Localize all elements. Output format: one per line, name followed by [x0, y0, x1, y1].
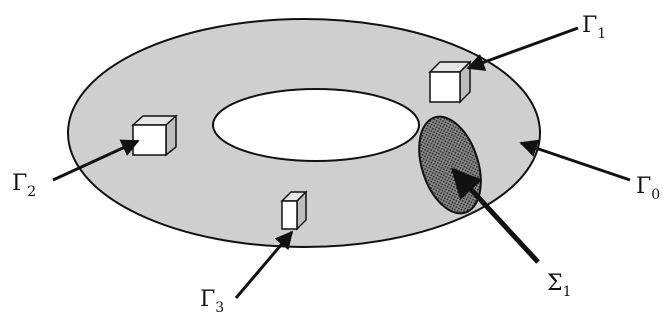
cube-gamma3: [280, 190, 308, 231]
label-gamma3: Γ3: [200, 287, 224, 316]
label-gamma2: Γ2: [12, 171, 36, 200]
arrow-sigma1: [450, 167, 540, 264]
arrow-gamma2: [52, 139, 140, 182]
label-gamma0: Γ0: [636, 174, 660, 203]
label-gamma1: Γ1: [582, 13, 606, 42]
torus-hole: [212, 88, 420, 162]
arrow-gamma3: [234, 230, 294, 299]
cube-gamma1: [428, 60, 472, 104]
arrow-gamma1: [466, 26, 579, 71]
cube-gamma2: [131, 114, 178, 157]
label-sigma1: Σ1: [547, 271, 571, 300]
arrow-gamma0: [519, 139, 631, 182]
